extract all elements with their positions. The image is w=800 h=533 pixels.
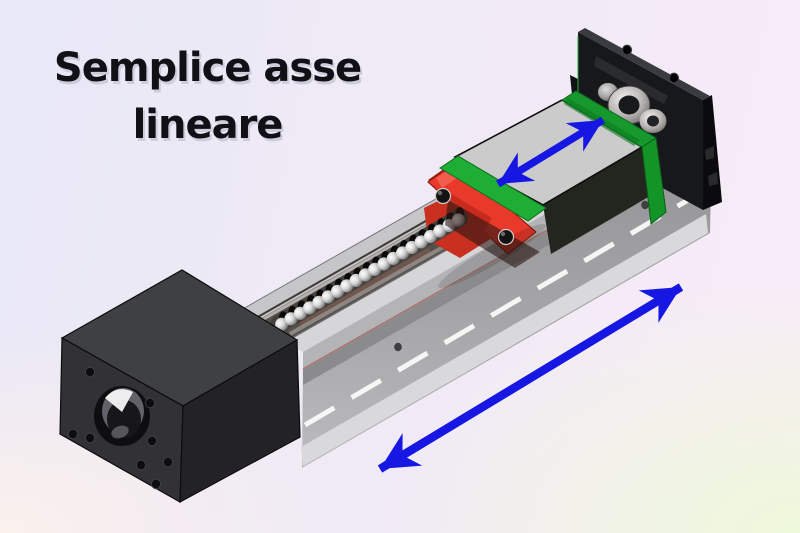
end-plate-hole [621,44,633,56]
motor-block-screw-hole [85,366,95,378]
nut-screw [497,228,515,246]
carriage-motion-arrow-icon [496,116,605,188]
motor-block [59,269,301,504]
page-title-line2: lineare [132,102,284,148]
carriage-green-near [439,155,547,222]
carriage-green-leg [641,137,667,225]
travel-motion-arrow-icon [377,283,684,473]
motor-block-screw-hole [163,456,173,468]
motor-block-screw-holes [68,366,173,490]
carriage-entry-shadow [445,200,540,268]
nut-screw-glint [437,190,443,196]
motor-block-screw-hole [145,397,155,409]
motor-block-screw-hole [136,459,146,471]
nut-screw [434,187,452,205]
page-title-line1: Semplice asse [53,45,362,91]
bearing-locknut-center [647,115,659,127]
motor-block-front-right [179,338,301,504]
rail-mount-hole [394,342,402,352]
carriage-shadow [438,224,546,288]
motor-block-screw-hole [85,432,95,444]
end-plate-highlight [594,56,668,104]
nut-screws [434,187,515,246]
motor-block-screw-hole [147,435,157,447]
rail-channel-red-reflection [298,247,432,327]
ball-screw [270,207,468,333]
motor-block-screw-hole [151,478,161,490]
motor-bore-lowlight [111,425,129,439]
end-plate-hole [668,72,680,84]
screw-balls [275,207,466,331]
end-plate-notch [708,172,718,186]
motor-bore-glint [105,389,133,412]
rail-mount-hole [641,200,649,210]
bearing-ring-inner [618,95,640,115]
motor-block-screw-hole [68,428,78,440]
bearing-assembly [598,83,667,133]
carriage-side-face [543,147,650,254]
page-title: Semplice asse lineare [30,40,385,154]
nut-screw-glint [500,231,506,237]
end-plate-notch [705,146,714,160]
